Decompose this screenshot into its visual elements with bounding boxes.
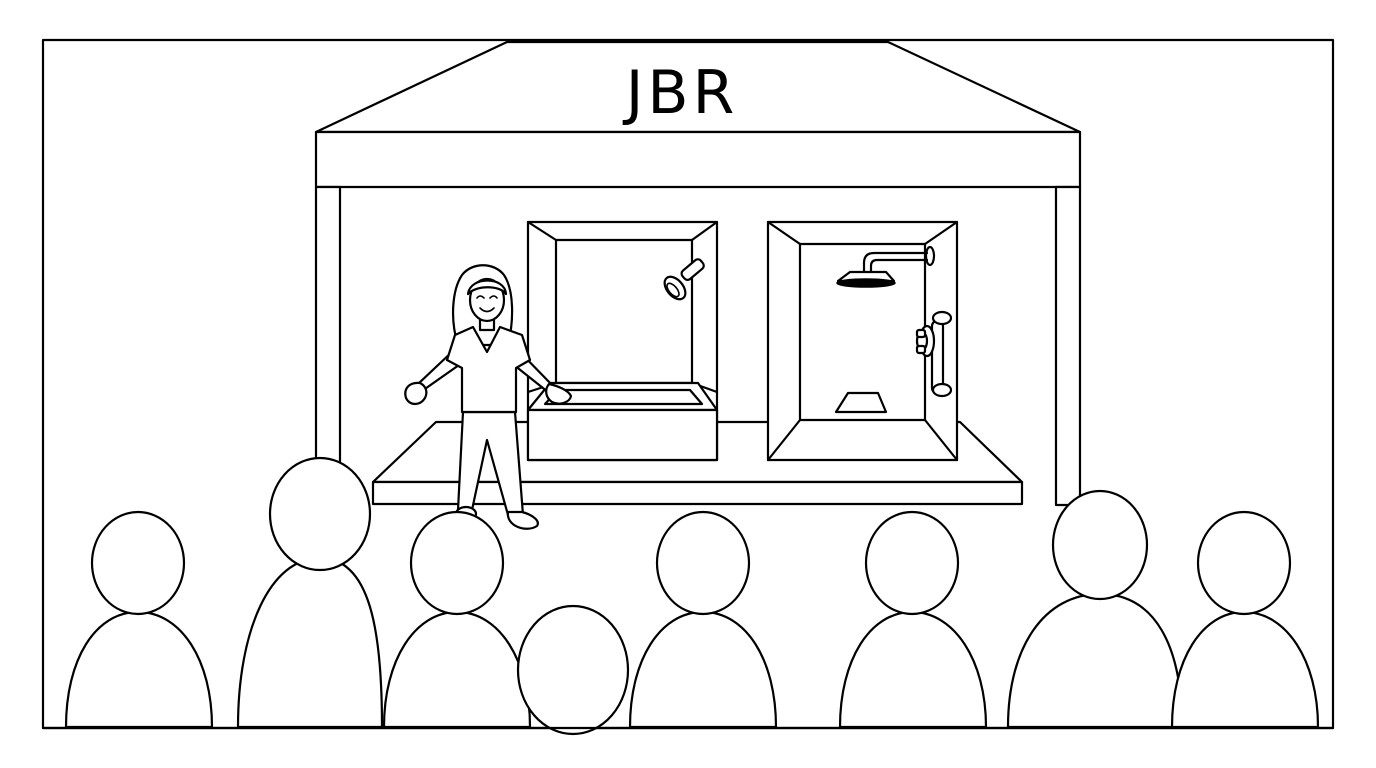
- handheld-shower-icon: [663, 258, 705, 301]
- tent-pole-left: [314, 185, 342, 469]
- tub-corner-tr: [690, 220, 719, 242]
- shower-valve-icon: [915, 324, 936, 358]
- walk-in-shower-unit: [766, 220, 959, 462]
- audience-body-2: [236, 556, 384, 729]
- rain-shower-head-icon: [836, 245, 936, 288]
- shower-threshold: [834, 391, 888, 414]
- shower-corner-tr: [923, 220, 959, 246]
- audience-head-2: [268, 456, 372, 572]
- presenter-foot-right: [506, 510, 539, 530]
- presenter-hand-right: [545, 382, 573, 405]
- presenter-face: [468, 277, 506, 323]
- audience-head-3: [409, 510, 505, 616]
- bathtub-apron: [526, 408, 719, 462]
- audience-head-6: [864, 510, 960, 616]
- audience-head-1: [90, 510, 186, 616]
- tent-sign-text: JBR: [622, 58, 739, 128]
- audience-head-7: [1051, 489, 1149, 601]
- audience: [64, 456, 1320, 736]
- shower-corner-br: [923, 418, 959, 462]
- tent-valance: [314, 130, 1082, 189]
- shower-corner-bl: [766, 418, 802, 462]
- audience-head-8: [1196, 510, 1292, 616]
- audience-body-1: [64, 610, 214, 729]
- presenter-hand-left: [404, 381, 428, 406]
- audience-body-5: [628, 610, 778, 729]
- stage-front: [371, 480, 1024, 506]
- audience-body-6: [838, 610, 988, 729]
- presenter-woman: [404, 264, 573, 530]
- audience-body-7: [1006, 592, 1184, 729]
- tub-shower-unit: [526, 220, 719, 462]
- audience-body-3: [382, 610, 532, 729]
- shower-corner-tl: [766, 220, 802, 246]
- tub-corner-tl: [526, 220, 558, 242]
- audience-head-4: [516, 604, 630, 736]
- audience-head-5: [655, 510, 751, 616]
- tent-pole-right: [1054, 185, 1082, 507]
- audience-body-8: [1170, 610, 1320, 729]
